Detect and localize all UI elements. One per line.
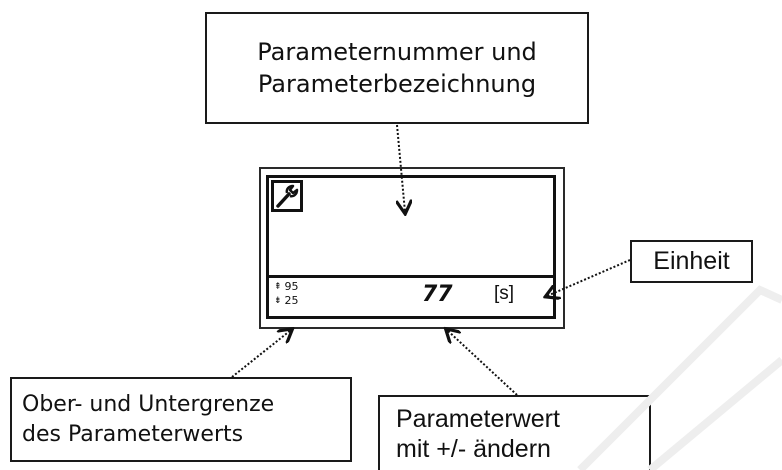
arrow-to-value	[447, 330, 518, 396]
lower-limit-value: 25	[284, 294, 299, 307]
wrench-icon	[271, 180, 303, 212]
value-callout-line2: mit +/- ändern	[396, 434, 551, 463]
parameter-value: 77	[422, 282, 453, 307]
limits-callout-line2: des Parameterwerts	[22, 421, 244, 447]
parameter-name-callout-line2: Parameterbezeichnung	[257, 70, 537, 98]
lower-limit: ⇟ 25	[274, 295, 299, 307]
lower-limit-arrow-icon: ⇟	[274, 296, 282, 306]
parameter-name-callout-line1: Parameternummer und	[257, 38, 537, 66]
display-separator	[269, 275, 553, 278]
value-callout: Parameterwert mit +/- ändern	[378, 395, 651, 470]
upper-limit-value: 95	[284, 280, 299, 293]
arrow-to-name-area	[397, 124, 405, 212]
limits-callout: Ober- und Untergrenze des Parameterwerts	[10, 377, 352, 462]
upper-limit: ⇞ 95	[274, 281, 299, 293]
value-callout-line1: Parameterwert	[396, 404, 560, 433]
arrow-to-limits	[231, 330, 291, 378]
limits-callout-line1: Ober- und Untergrenze	[22, 391, 275, 417]
upper-limit-arrow-icon: ⇞	[274, 282, 282, 292]
parameter-unit: [s]	[494, 283, 515, 304]
parameter-name-callout: Parameternummer und Parameterbezeichnung	[205, 12, 589, 124]
unit-callout: Einheit	[630, 240, 753, 283]
watermark-strokes	[577, 285, 782, 470]
unit-callout-label: Einheit	[653, 247, 730, 275]
arrow-to-unit	[547, 259, 631, 296]
device-screen: ⇞ 95 ⇟ 25 77 [s]	[266, 175, 556, 319]
